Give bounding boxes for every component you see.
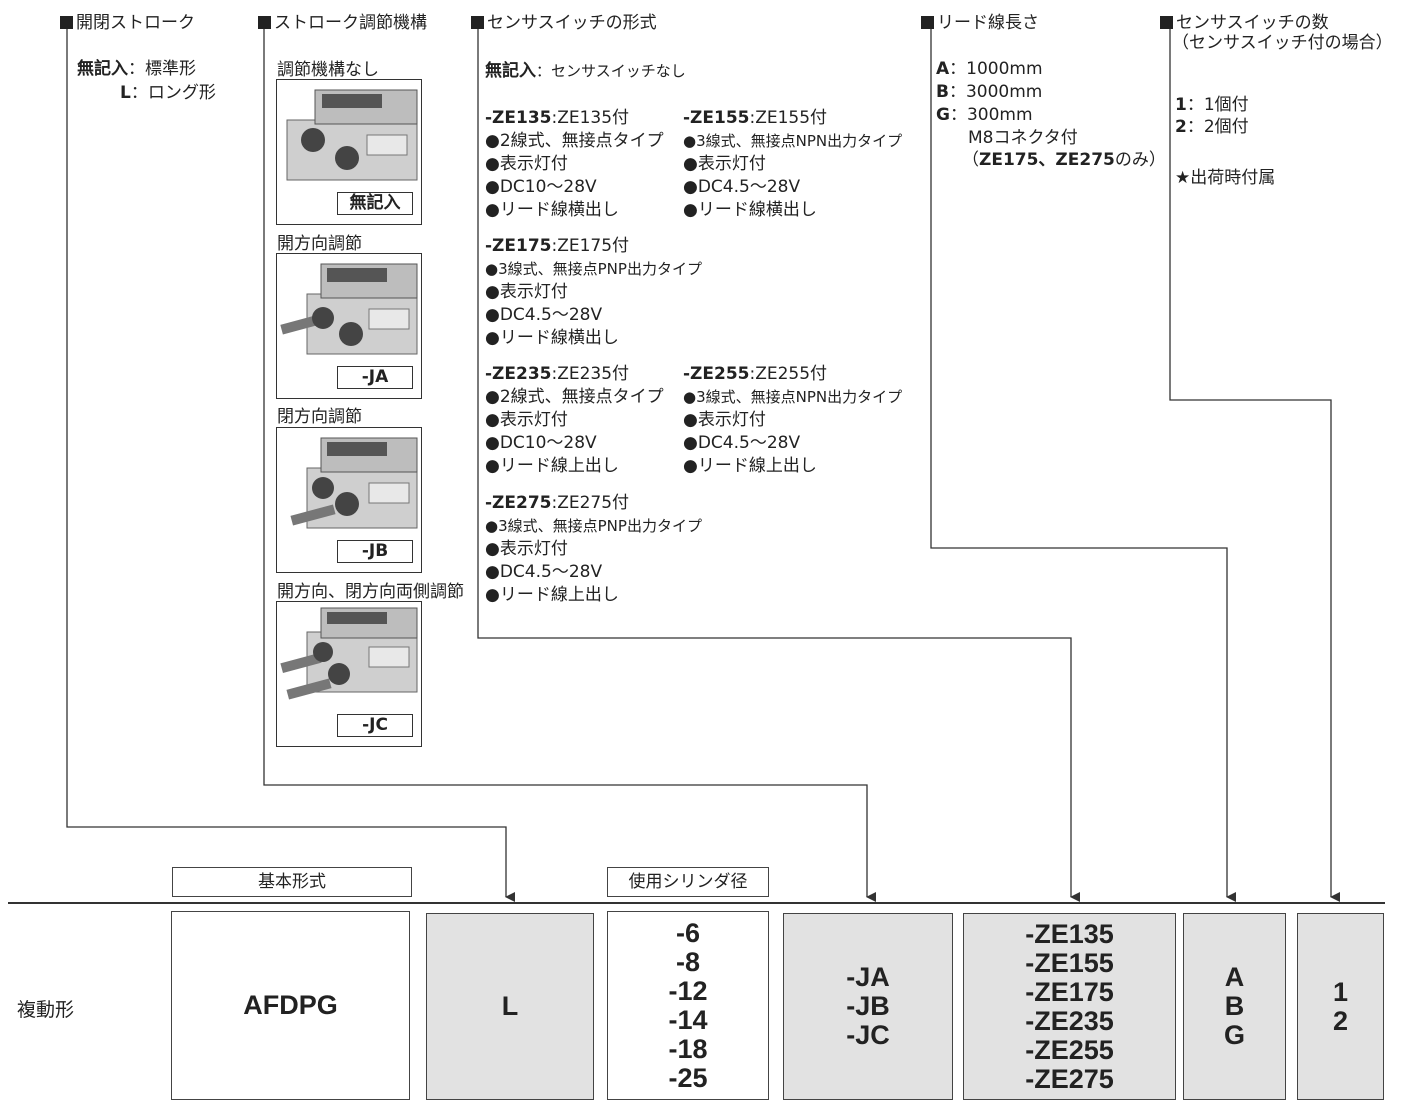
connector-lead [930,26,1236,902]
bore-option: -14 [668,1004,708,1035]
gripper-photo-jb: -JB [276,427,422,573]
lead-option-a: A：1000mm [936,59,1043,79]
sensor-code-box: -ZE135 -ZE155 -ZE175 -ZE235 -ZE255 -ZE27… [963,913,1176,1100]
adjust-label-ja: -JA [337,366,413,389]
sensor-block-ze135: -ZE135:ZE135付 ●2線式、無接点タイプ ●表示灯付 ●DC10～28… [485,108,664,220]
bore-option: -6 [675,917,700,948]
model-code-box: AFDPG [171,911,410,1100]
sensor-block-ze275: -ZE275:ZE275付 ●3線式、無接点PNP出力タイプ ●表示灯付 ●DC… [485,493,702,605]
adjust-label-none: 無記入 [337,192,413,215]
bore-option: -8 [675,946,700,977]
gripper-image [280,607,418,700]
count-option-1: 1：1個付 [1175,95,1249,115]
row-label-double-acting: 複動形 [17,999,75,1021]
square-bullet-icon [1160,16,1173,29]
lead-option-g-note2: （ZE175、ZE275のみ） [962,150,1166,170]
adjust-label-jb: -JB [337,540,413,563]
count-option: 2 [1332,1005,1349,1036]
square-bullet-icon [471,16,484,29]
gripper-image [286,89,418,181]
adjust-option: -JB [846,991,890,1021]
square-bullet-icon [60,16,73,29]
stroke-code-box: L [426,913,594,1100]
square-bullet-icon [258,16,271,29]
lead-option-g-note1: M8コネクタ付 [968,128,1078,148]
count-option-2: 2：2個付 [1175,117,1249,137]
sensor-option-none: 無記入：センサスイッチなし [485,61,686,81]
gripper-image [280,263,418,355]
count-section-subtitle: （センサスイッチ付の場合） [1172,33,1393,53]
square-bullet-icon [921,16,934,29]
sensor-block-ze235: -ZE235:ZE235付 ●2線式、無接点タイプ ●表示灯付 ●DC10～28… [485,364,664,476]
header-basic-model: 基本形式 [172,867,412,897]
lead-code-box: A B G [1183,913,1286,1100]
sensor-block-ze155: -ZE155:ZE155付 ●3線式、無接点NPN出力タイプ ●表示灯付 ●DC… [683,108,903,220]
stroke-section-title: 開閉ストローク [60,8,195,33]
count-code-box: 1 2 [1297,913,1384,1100]
connector-count [1169,26,1340,902]
sensor-option: -ZE135 [1025,918,1114,949]
count-option: 1 [1332,976,1349,1007]
bore-option: -12 [668,975,708,1006]
lead-option-b: B：3000mm [936,82,1043,102]
sensor-option: -ZE155 [1025,947,1114,978]
lead-section-title: リード線長さ [921,8,1039,33]
adjust-caption-jb: 閉方向調節 [277,407,362,427]
connector-sensor [477,26,1080,902]
adjust-code-box: -JA -JB -JC [783,913,953,1100]
lead-option: A [1224,962,1245,992]
stroke-option-long: L：ロング形 [120,83,216,103]
adjust-caption-jc: 開方向、閉方向両側調節 [277,582,464,602]
lead-option: G [1223,1020,1245,1050]
gripper-photo-none: 無記入 [276,79,422,225]
sensor-option: -ZE275 [1025,1063,1114,1094]
sensor-section-title: センサスイッチの形式 [471,8,657,33]
stroke-option-standard: 無記入：標準形 [77,59,196,79]
adjust-caption-ja: 開方向調節 [277,234,362,254]
adjust-option: -JA [846,962,890,992]
adjust-option: -JC [846,1020,890,1050]
header-cylinder-bore: 使用シリンダ径 [607,867,769,897]
count-note: ★出荷時付属 [1175,168,1276,188]
connector-adjust [263,26,876,902]
sensor-option: -ZE235 [1025,1005,1114,1036]
gripper-photo-ja: -JA [276,253,422,399]
sensor-option: -ZE175 [1025,976,1114,1007]
adjust-caption-none: 調節機構なし [277,60,379,80]
bore-option: -25 [668,1062,708,1093]
divider-line [8,902,1385,904]
count-section-title: センサスイッチの数 [1160,8,1329,33]
sensor-option: -ZE255 [1025,1034,1114,1065]
lead-option: B [1224,991,1245,1021]
sensor-block-ze255: -ZE255:ZE255付 ●3線式、無接点NPN出力タイプ ●表示灯付 ●DC… [683,364,903,476]
connector-stroke [66,26,515,902]
adjust-section-title: ストローク調節機構 [258,8,427,33]
gripper-image [290,437,418,529]
gripper-photo-jc: -JC [276,601,422,747]
adjust-label-jc: -JC [337,714,413,737]
lead-option-g: G：300mm [936,105,1033,125]
sensor-block-ze175: -ZE175:ZE175付 ●3線式、無接点PNP出力タイプ ●表示灯付 ●DC… [485,236,702,348]
bore-option: -18 [668,1033,708,1064]
bore-code-box: -6 -8 -12 -14 -18 -25 [607,911,769,1100]
